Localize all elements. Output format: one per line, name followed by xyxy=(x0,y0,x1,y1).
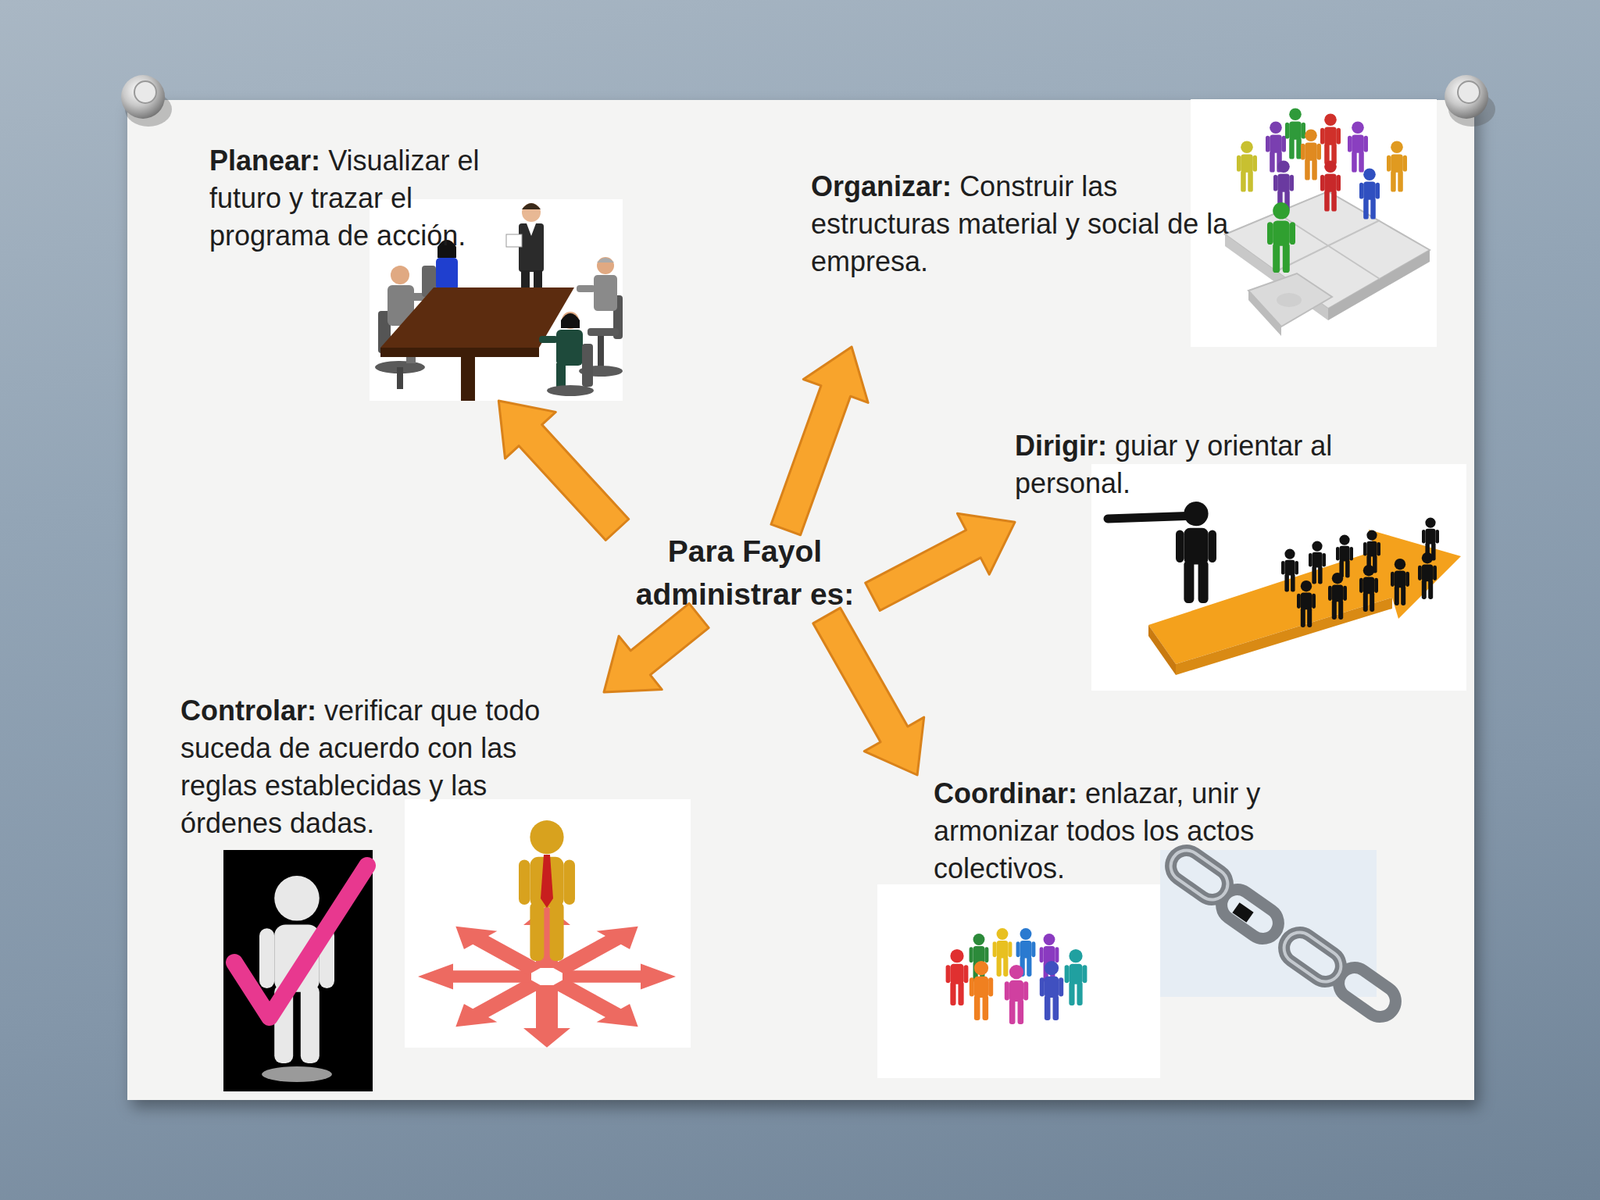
function-name: Dirigir: xyxy=(1014,429,1108,462)
function-node: Para Fayol administrar es: xyxy=(617,529,873,616)
directions-picture xyxy=(404,799,691,1048)
node-text: Organizar:Construir las estructuras mate… xyxy=(810,167,1249,281)
block-arrow xyxy=(498,400,629,541)
node-text: Coordinar:enlazar, unir y armonizar todo… xyxy=(933,775,1278,888)
team-ring-picture xyxy=(877,884,1161,1079)
block-arrow xyxy=(603,603,709,693)
function-name: Planear: xyxy=(209,144,321,177)
function-node: Controlar:verificar que todo suceda de a… xyxy=(180,692,691,1092)
function-name: Controlar: xyxy=(180,694,317,727)
check-picture xyxy=(223,850,373,1092)
node-text: Dirigir:guiar y orientar al personal. xyxy=(1014,427,1343,503)
function-node: Planear:Visualizar el futuro y trazar el… xyxy=(209,142,623,401)
block-arrow xyxy=(771,346,868,536)
node-text: Para Fayol administrar es: xyxy=(617,529,873,616)
block-arrow xyxy=(865,513,1015,611)
central-title: Para Fayol administrar es: xyxy=(635,534,855,611)
node-text: Controlar:verificar que todo suceda de a… xyxy=(180,692,587,843)
function-node: Organizar:Construir las estructuras mate… xyxy=(810,99,1437,347)
leader-picture xyxy=(1091,464,1467,691)
function-node: Dirigir:guiar y orientar al personal. xyxy=(1014,427,1467,691)
function-name: Coordinar: xyxy=(933,777,1078,810)
function-node: Coordinar:enlazar, unir y armonizar todo… xyxy=(877,775,1377,1079)
pin xyxy=(121,75,172,127)
pin xyxy=(1444,75,1496,127)
block-arrow xyxy=(813,607,925,775)
node-text: Planear:Visualizar el futuro y trazar el… xyxy=(209,142,522,255)
function-name: Organizar: xyxy=(810,170,952,203)
chain-picture xyxy=(1160,844,1402,1024)
